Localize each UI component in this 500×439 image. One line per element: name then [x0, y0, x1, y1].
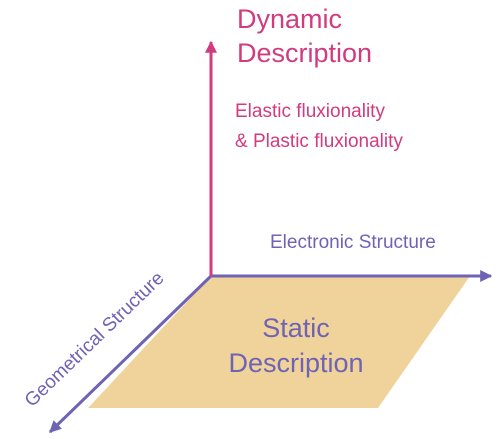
- static-plane: [88, 276, 470, 408]
- dynamic-description-subtitle: Elastic fluxionality & Plastic fluxional…: [235, 97, 403, 157]
- dynamic-title-line-1: Dynamic: [237, 4, 343, 34]
- electronic-structure-label: Electronic Structure: [270, 232, 436, 253]
- dynamic-title-line-2: Description: [237, 38, 373, 68]
- geometrical-structure-axis: [48, 274, 213, 434]
- dynamic-description-title: Dynamic Description: [237, 2, 372, 70]
- static-line-1: Static: [262, 313, 330, 343]
- dynamic-sub-line-2: & Plastic fluxionality: [235, 131, 403, 152]
- dynamic-sub-line-1: Elastic fluxionality: [235, 101, 385, 122]
- static-line-2: Description: [228, 348, 364, 378]
- static-description-label: Static Description: [225, 311, 367, 381]
